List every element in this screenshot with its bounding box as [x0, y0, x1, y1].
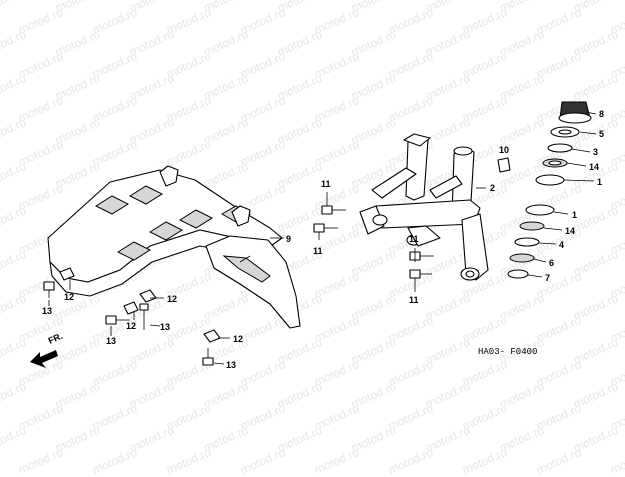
callout-8: 8 — [599, 109, 604, 119]
seal-part-6 — [509, 253, 535, 263]
callout-13b: 13 — [160, 322, 170, 332]
bolt-11d — [409, 269, 432, 279]
bolt-13c — [139, 303, 149, 330]
callout-12d: 12 — [233, 334, 243, 344]
race-part-4 — [514, 237, 540, 247]
nut-12c — [139, 289, 157, 303]
race-part-1b — [525, 204, 555, 216]
callout-4: 4 — [559, 240, 564, 250]
race-part-3 — [547, 143, 573, 153]
washer-part-5 — [550, 126, 580, 138]
callout-1a: 1 — [597, 177, 602, 187]
callout-2: 2 — [490, 183, 495, 193]
frame-part-2 — [359, 133, 489, 281]
nut-12d — [203, 329, 221, 343]
callout-7: 7 — [545, 273, 550, 283]
callout-13a: 13 — [42, 306, 52, 316]
bolt-13a — [43, 281, 55, 298]
washer-part-7 — [507, 269, 529, 279]
bolt-13b — [105, 315, 130, 325]
callout-3: 3 — [593, 147, 598, 157]
leader-lines — [48, 111, 597, 365]
bearing-part-14a — [542, 158, 568, 168]
callout-1b: 1 — [572, 210, 577, 220]
pin-part-10 — [497, 157, 511, 173]
diagram-code: HA03- F0400 — [478, 347, 537, 357]
callout-11d: 11 — [409, 295, 419, 305]
fender-part-9 — [47, 165, 301, 329]
dust-seal-part-8 — [558, 101, 592, 124]
nut-12a — [59, 267, 75, 281]
front-direction-arrow: FR. — [30, 331, 64, 368]
callout-10: 10 — [499, 145, 509, 155]
callout-6: 6 — [549, 258, 554, 268]
callout-5: 5 — [599, 129, 604, 139]
bolt-11a — [321, 205, 346, 215]
callout-numbers: 8 5 3 14 1 10 2 1 14 4 6 7 9 11 11 11 11… — [42, 109, 604, 370]
callout-13c: 13 — [106, 336, 116, 346]
bolt-11c — [409, 251, 434, 261]
callout-9: 9 — [286, 234, 291, 244]
direction-label: FR. — [47, 331, 64, 346]
bolt-11b — [313, 223, 338, 233]
callout-11c: 11 — [409, 234, 419, 244]
callout-14a: 14 — [589, 162, 599, 172]
callout-11b: 11 — [313, 246, 323, 256]
nut-12b — [123, 301, 139, 315]
callout-12a: 12 — [64, 292, 74, 302]
callout-14b: 14 — [565, 226, 575, 236]
bearing-part-14b — [519, 221, 545, 231]
callout-12c: 12 — [126, 321, 136, 331]
bolt-13d — [202, 348, 214, 366]
callout-13d: 13 — [226, 360, 236, 370]
race-part-1a — [535, 174, 565, 186]
callout-11a: 11 — [321, 179, 331, 189]
callout-12b: 12 — [167, 294, 177, 304]
